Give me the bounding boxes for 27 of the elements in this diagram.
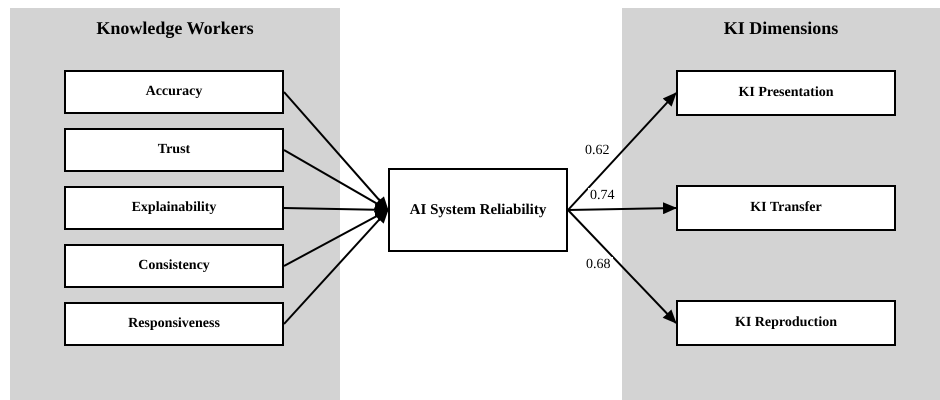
process-box — [64, 302, 284, 346]
box-label: Accuracy — [146, 84, 202, 100]
process-box — [64, 186, 284, 230]
process-box — [64, 244, 284, 288]
panel-title: KI Dimensions — [722, 18, 840, 39]
process-box — [676, 185, 896, 231]
panel-title: Knowledge Workers — [95, 18, 255, 39]
process-box — [676, 70, 896, 116]
box-label: Explainability — [132, 200, 216, 216]
box-label: Consistency — [138, 258, 210, 274]
process-box — [64, 70, 284, 114]
arrow — [283, 209, 389, 325]
arrow — [567, 209, 677, 324]
group-panel — [10, 8, 340, 400]
box-label: KI Transfer — [750, 200, 822, 216]
box-label: KI Presentation — [738, 85, 834, 101]
box-label: Responsiveness — [128, 316, 220, 332]
process-box — [388, 168, 568, 252]
box-label: KI Reproduction — [734, 315, 838, 331]
box-label: Trust — [158, 142, 190, 158]
arrow — [568, 202, 677, 214]
process-box — [676, 300, 896, 346]
arrow — [283, 91, 389, 211]
group-panel — [622, 8, 940, 400]
arrow — [567, 92, 677, 211]
process-box — [64, 128, 284, 172]
box-label: AI System Reliability — [410, 202, 546, 218]
